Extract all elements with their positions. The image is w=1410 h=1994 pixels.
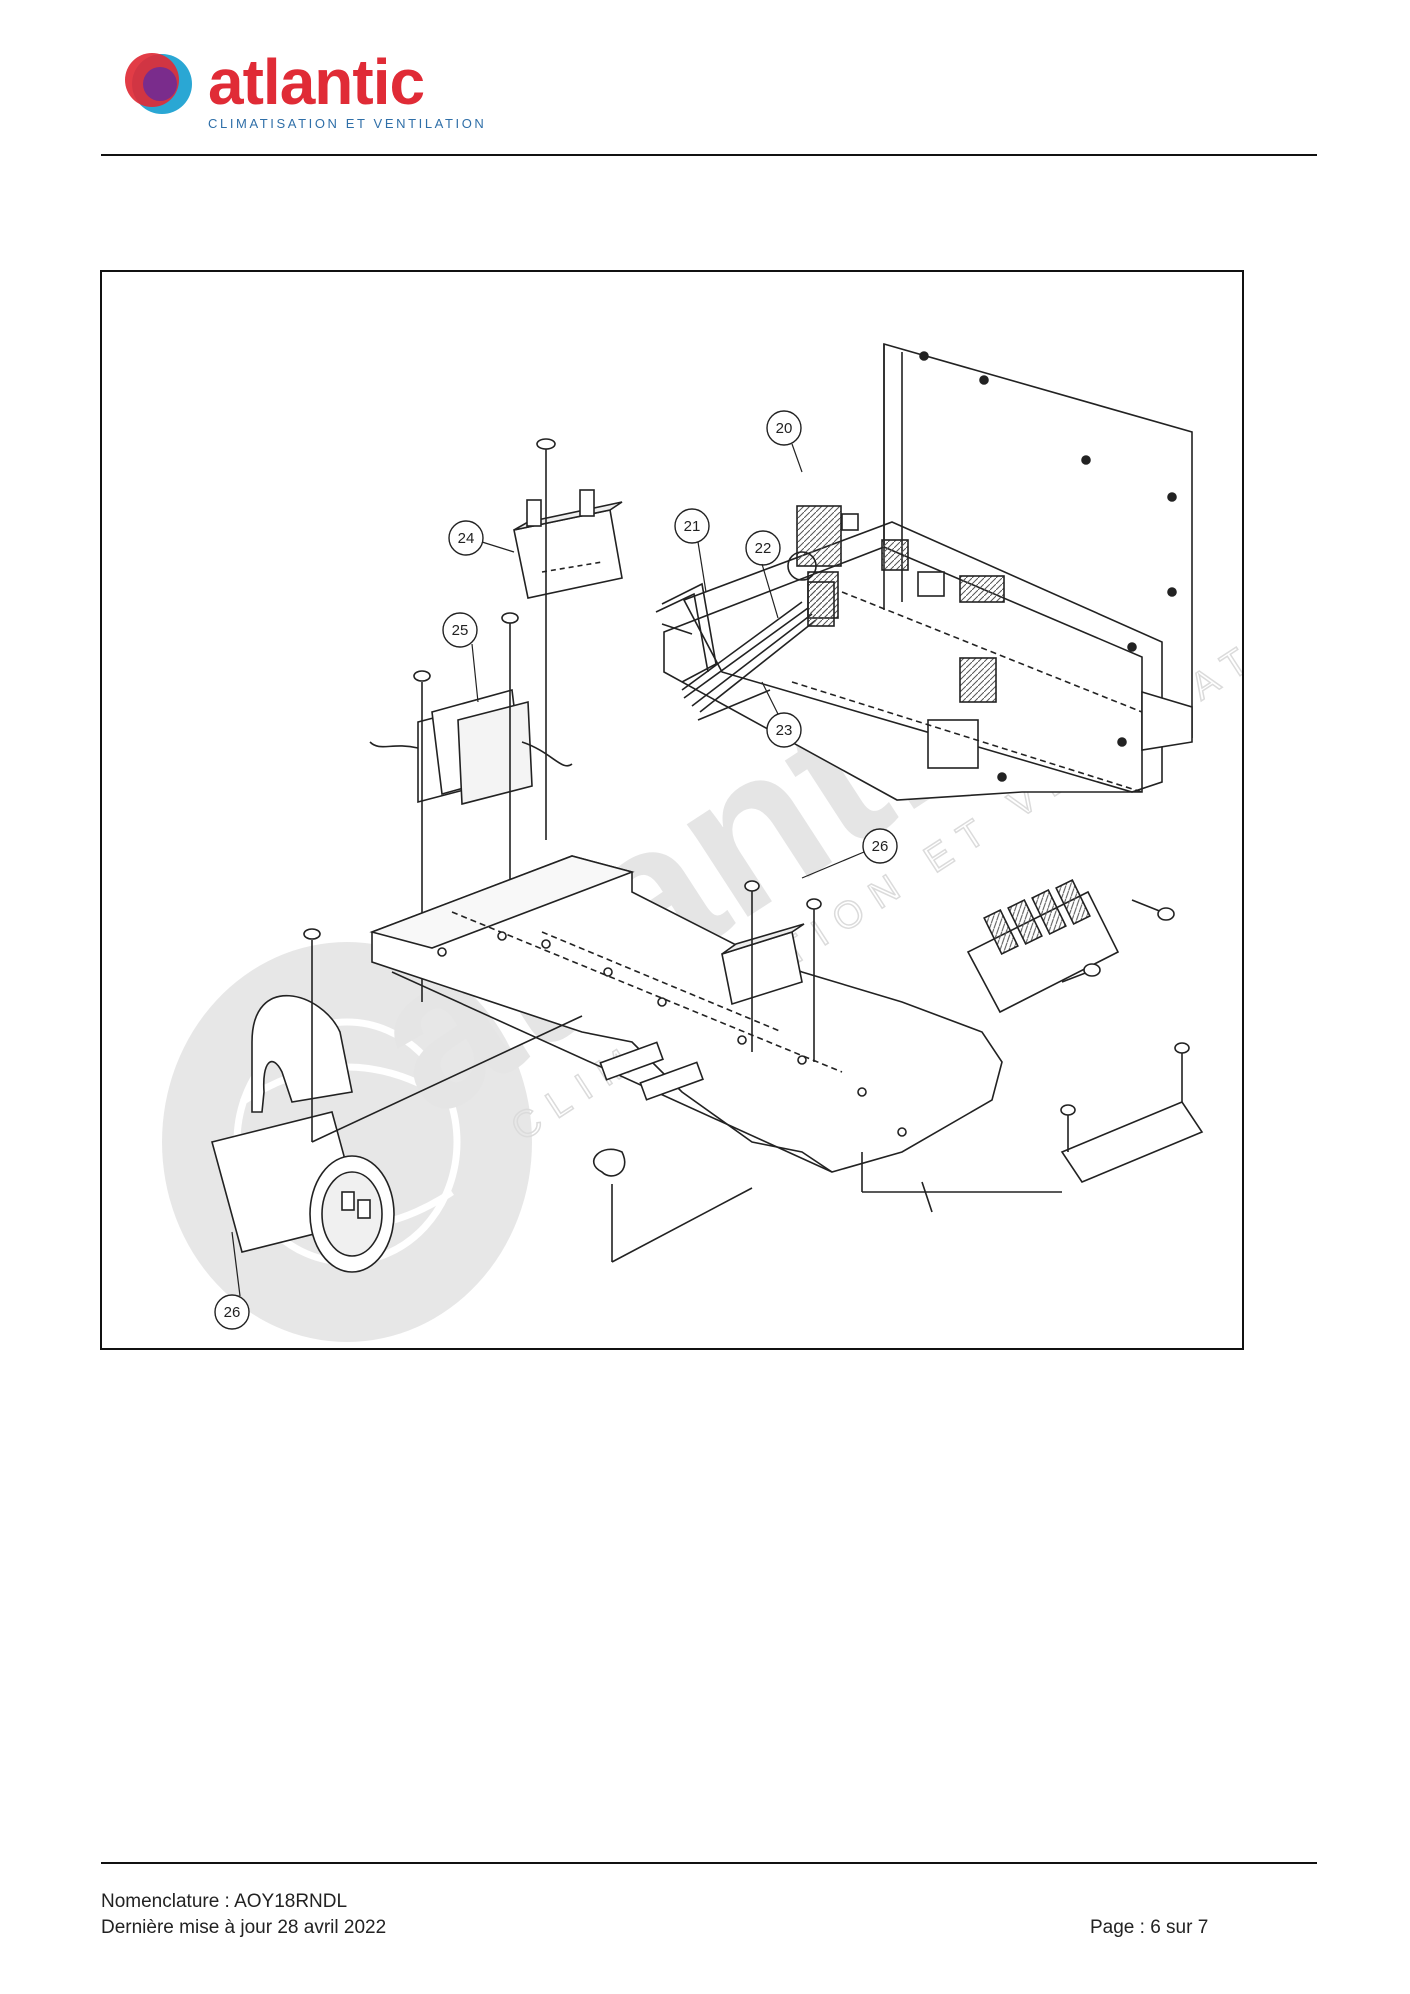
brand-wordmark: atlantic [208, 46, 425, 118]
callout-26-capacitor-label: 26 [224, 1304, 241, 1321]
footer-updated: Dernière mise à jour 28 avril 2022 [101, 1917, 387, 1938]
wire-harness [655, 581, 835, 721]
callout-26-relay-label: 26 [872, 838, 889, 855]
exploded-parts-diagram: atlantic CLIMATISATION ET VENTILATION [100, 270, 1244, 1350]
callout-25-label: 25 [452, 622, 469, 639]
bracket-part [593, 1042, 1204, 1263]
transformer-part [369, 612, 573, 1002]
callout-24-label: 24 [458, 530, 475, 547]
callout-20: 20 [766, 410, 803, 473]
footer-nomenclature: Nomenclature : AOY18RNDL [101, 1891, 348, 1912]
chassis-plate [369, 855, 1003, 1173]
callout-26-relay: 26 [801, 828, 898, 879]
atlantic-logo-icon [125, 53, 192, 114]
capacitor-part [211, 928, 583, 1273]
brand-tagline: CLIMATISATION ET VENTILATION [208, 116, 487, 131]
callout-25: 25 [442, 612, 479, 703]
callout-21-label: 21 [684, 518, 701, 535]
header-rule [101, 154, 1317, 156]
callout-21: 21 [674, 508, 710, 593]
callout-22: 22 [745, 530, 781, 619]
atlantic-logo: atlantic CLIMATISATION ET VENTILATION [118, 46, 498, 134]
relay-part [513, 438, 623, 840]
callout-22-label: 22 [755, 540, 772, 557]
callout-24: 24 [448, 520, 515, 556]
footer-page: Page : 6 sur 7 [1090, 1917, 1209, 1938]
callout-26-capacitor: 26 [214, 1231, 250, 1330]
footer-rule [101, 1862, 1317, 1864]
terminal-block [966, 879, 1175, 1014]
callout-20-label: 20 [776, 420, 793, 437]
relay-base-part [721, 880, 822, 1062]
diagram-drawing: atlantic CLIMATISATION ET VENTILATION [162, 342, 1242, 1342]
callout-23-label: 23 [776, 722, 793, 739]
callout-23: 23 [761, 681, 802, 748]
